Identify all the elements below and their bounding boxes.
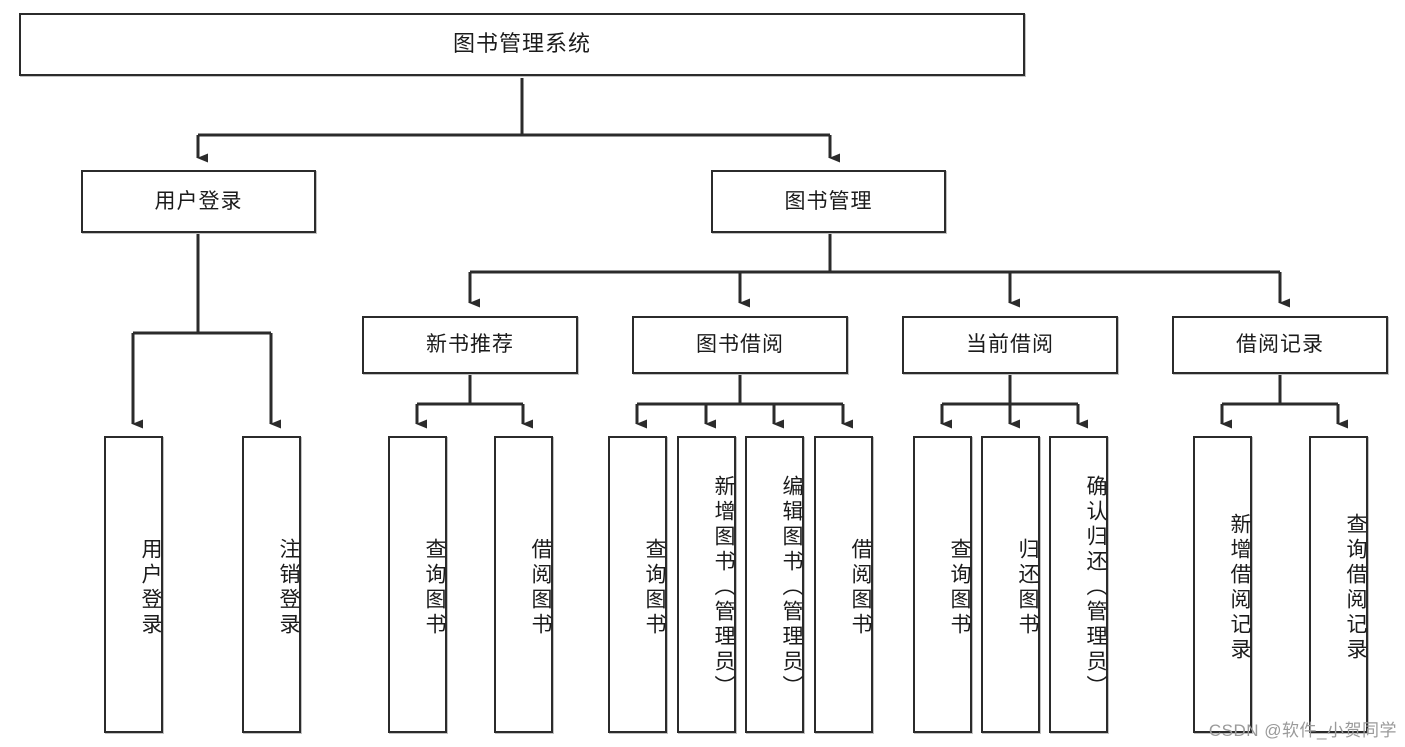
leaf-user-login-login[interactable]: 用户登录 xyxy=(104,436,163,733)
leaf-label: 新增借阅记录 xyxy=(1228,512,1251,663)
leaf-label: 查询图书 xyxy=(423,537,446,638)
leaf-label: 确认归还（管理员） xyxy=(1084,475,1107,700)
leaf-label: 借阅图书 xyxy=(529,537,552,638)
leaf-label: 查询借阅记录 xyxy=(1344,512,1367,663)
leaf-new-book-borrow[interactable]: 借阅图书 xyxy=(494,436,553,733)
leaf-user-login-logout[interactable]: 注销登录 xyxy=(242,436,301,733)
leaf-label: 新增图书（管理员） xyxy=(712,475,735,700)
leaf-borrow-edit-book[interactable]: 编辑图书（管理员） xyxy=(745,436,804,733)
leaf-label: 编辑图书（管理员） xyxy=(780,475,803,700)
leaf-label: 用户登录 xyxy=(139,537,162,638)
leaf-label: 查询图书 xyxy=(643,537,666,638)
node-user-login[interactable]: 用户登录 xyxy=(81,170,316,233)
node-root[interactable]: 图书管理系统 xyxy=(19,13,1025,76)
leaf-new-book-query[interactable]: 查询图书 xyxy=(388,436,447,733)
leaf-label: 查询图书 xyxy=(948,537,971,638)
leaf-borrow-borrow-book[interactable]: 借阅图书 xyxy=(814,436,873,733)
leaf-record-query[interactable]: 查询借阅记录 xyxy=(1309,436,1368,733)
node-new-book-recommend[interactable]: 新书推荐 xyxy=(362,316,578,374)
node-book-borrow[interactable]: 图书借阅 xyxy=(632,316,848,374)
leaf-label: 归还图书 xyxy=(1016,537,1039,638)
leaf-borrow-add-book[interactable]: 新增图书（管理员） xyxy=(677,436,736,733)
node-book-management[interactable]: 图书管理 xyxy=(711,170,946,233)
leaf-current-confirm-return[interactable]: 确认归还（管理员） xyxy=(1049,436,1108,733)
leaf-record-add[interactable]: 新增借阅记录 xyxy=(1193,436,1252,733)
watermark: CSDN @软件_小贺同学 xyxy=(1208,721,1397,740)
leaf-label: 注销登录 xyxy=(277,537,300,638)
leaf-borrow-query-book[interactable]: 查询图书 xyxy=(608,436,667,733)
leaf-current-query-book[interactable]: 查询图书 xyxy=(913,436,972,733)
node-borrow-record[interactable]: 借阅记录 xyxy=(1172,316,1388,374)
node-current-borrow[interactable]: 当前借阅 xyxy=(902,316,1118,374)
leaf-label: 借阅图书 xyxy=(849,537,872,638)
leaf-current-return-book[interactable]: 归还图书 xyxy=(981,436,1040,733)
